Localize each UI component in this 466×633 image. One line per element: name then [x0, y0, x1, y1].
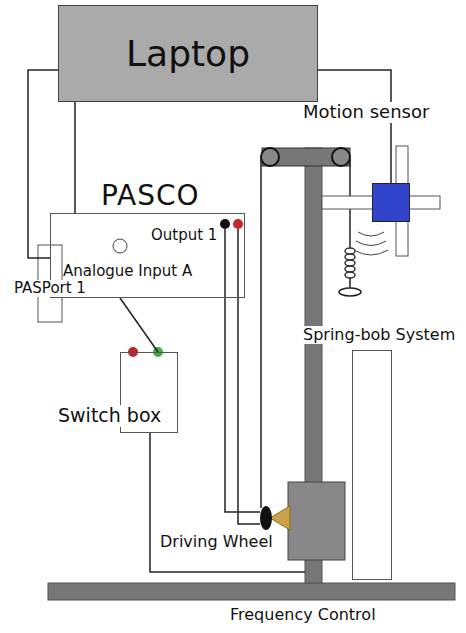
base-plate — [48, 583, 455, 600]
coil-turn — [345, 260, 355, 266]
motion-sensor: Motion sensor — [372, 183, 410, 222]
spring-bob-column: Spring-bob System — [352, 350, 392, 580]
motor-housing — [288, 482, 345, 560]
output-terminal — [220, 219, 230, 229]
system-label: Spring-bob System — [301, 326, 457, 344]
port-label: PASPort 1 — [12, 280, 88, 297]
coil-turn — [345, 254, 355, 260]
port-label: Analogue Input A — [63, 263, 192, 280]
coil-turn — [345, 266, 355, 272]
drive-wire — [225, 229, 260, 512]
port-label: Output 1 — [151, 227, 217, 244]
bob-ring — [339, 288, 361, 296]
part-label: Driving Wheel — [158, 533, 275, 551]
device-label: Laptop — [126, 33, 250, 74]
device-label: PASCO — [101, 180, 200, 212]
pulley — [261, 148, 279, 166]
cable — [74, 102, 76, 213]
part-label: Frequency Control — [228, 606, 378, 624]
driving-wheel — [260, 506, 272, 530]
sound-wave — [354, 250, 388, 255]
cable — [120, 298, 158, 352]
drive-wire — [238, 229, 260, 524]
output-terminal — [233, 219, 243, 229]
string — [260, 157, 262, 508]
top-bar — [262, 148, 350, 166]
switch-box: Switch box — [120, 352, 178, 433]
device-label: Switch box — [56, 405, 163, 427]
control-wire — [150, 433, 305, 572]
spring-coil — [345, 248, 355, 278]
sound-wave — [356, 241, 386, 246]
pulley — [332, 148, 350, 166]
sound-wave — [358, 232, 384, 236]
sensor-label: Motion sensor — [301, 102, 431, 123]
coil-turn — [345, 248, 355, 254]
wheel-hub — [270, 506, 290, 530]
input-socket — [113, 239, 127, 253]
laptop-box: Laptop — [58, 5, 318, 102]
coil-turn — [345, 272, 355, 278]
string — [349, 278, 351, 288]
